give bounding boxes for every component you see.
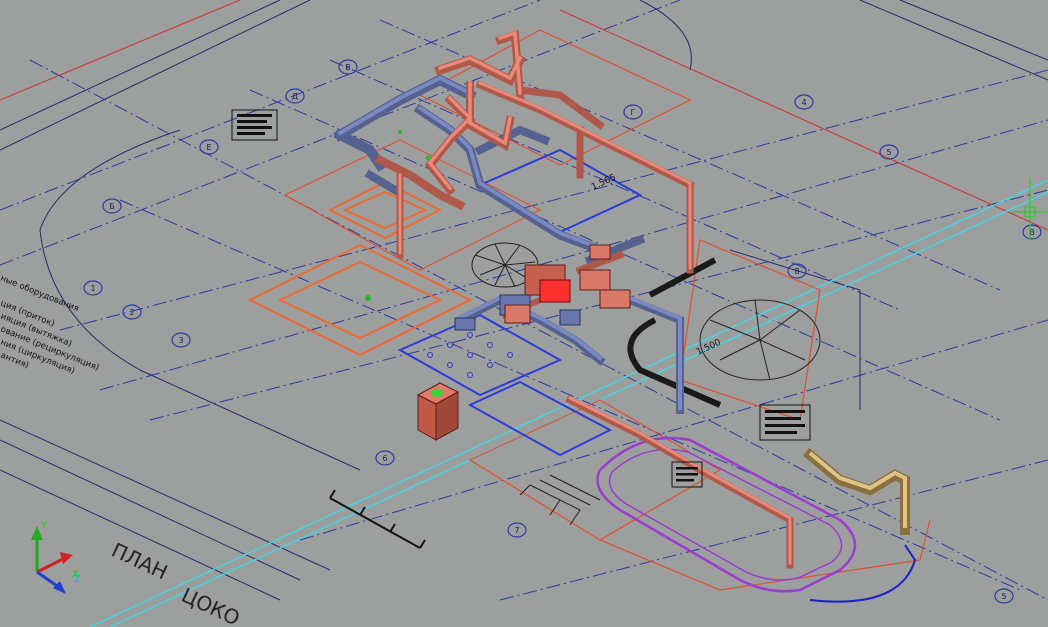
grid-bubble: [879, 144, 899, 160]
grid-bubble: [507, 522, 527, 538]
grid-bubble-label: 4: [801, 98, 806, 107]
grid-bubble: [122, 304, 142, 320]
ochre-duct-highlight: [808, 451, 907, 528]
grid-bubble: [199, 139, 219, 155]
air-handling-unit-box: [416, 382, 460, 441]
grid-bubble: [285, 88, 305, 104]
room-outlines-red: [283, 29, 931, 591]
grid-bubble-label: В: [1029, 228, 1035, 237]
exhaust-duct-highlight: [337, 75, 682, 410]
crosshair-cursor[interactable]: [1012, 178, 1048, 240]
ucs-z-label: Z: [74, 574, 81, 585]
grid-bubble-label: 5: [1001, 592, 1006, 601]
supply-duct-highlight: [398, 30, 792, 565]
grid-bubbles: 4 5 5 6 7 8 1 2 3 В Б Д Е Г В: [83, 59, 1042, 604]
outer-building-lines: [0, 0, 1048, 601]
ucs-x-label: X: [72, 569, 79, 580]
grid-bubble: [102, 198, 122, 214]
grid-bubble-label: 7: [514, 526, 519, 535]
grid-bubble: [171, 332, 191, 348]
grid-bubble: [375, 450, 395, 466]
room-outlines-orange: [247, 180, 473, 357]
grid-bubble-label: В: [345, 63, 351, 72]
column-grid: [427, 332, 513, 378]
dark-wall: [627, 257, 722, 408]
equipment-cluster: [454, 244, 631, 331]
grid-bubble-label: Г: [631, 108, 636, 117]
grid-bubble-label: 6: [382, 454, 387, 463]
grid-bubble-label: 3: [178, 336, 183, 345]
ucs-y-label: Y: [40, 520, 48, 531]
ucs-icon: Y X Z: [31, 520, 81, 594]
grid-bubble: [994, 588, 1014, 604]
grid-bubble: [338, 59, 358, 75]
grid-bubble-label: Д: [292, 92, 298, 101]
grid-bubble-label: 1: [90, 284, 95, 293]
grid-bubble-label: 8: [794, 267, 799, 276]
grid-bubble: [83, 280, 103, 296]
grid-bubble-label: 5: [886, 148, 891, 157]
grid-bubble: [787, 263, 807, 279]
grid-bubble-label: 2: [129, 308, 134, 317]
blue-ramp: [809, 544, 917, 603]
grid-bubble-label: Е: [206, 143, 211, 152]
grid-bubble: [1022, 224, 1042, 240]
grid-bubble: [623, 104, 643, 120]
table-blocks: [231, 109, 811, 488]
scale-bar: [329, 489, 426, 549]
entrance-stair: [519, 474, 601, 526]
spiral-stair: [471, 242, 821, 381]
room-fixtures: [365, 130, 431, 301]
grid-bubble: [794, 94, 814, 110]
red-reference-lines: [0, 0, 1048, 231]
grid-bubble-label: Б: [109, 202, 115, 211]
